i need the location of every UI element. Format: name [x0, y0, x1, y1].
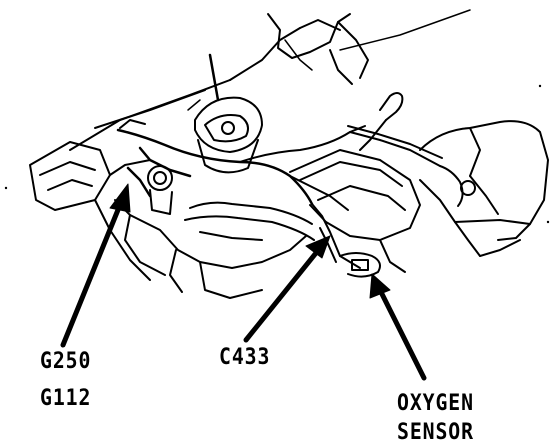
ground-label-g112: G112: [40, 386, 92, 411]
oxygen-sensor-label-line1: OXYGEN: [397, 391, 474, 416]
arrow-to-oxygen-sensor: [377, 287, 427, 381]
dipstick: [347, 92, 443, 167]
ground-label-g250: G250: [40, 349, 92, 374]
distributor: [187, 53, 263, 174]
arrowhead-c433: [305, 235, 331, 259]
throttle-body: [147, 165, 173, 215]
specks: [4, 84, 550, 224]
firewall-outline: [69, 9, 471, 151]
oxygen-sensor-label-line2: SENSOR: [397, 420, 474, 445]
arrowhead-oxygen: [369, 273, 391, 299]
arrowheads: [109, 183, 391, 299]
right-valve-cover: [289, 149, 421, 273]
left-valve-cover: [29, 141, 151, 281]
pointer-arrows: [60, 197, 427, 381]
connector-label-c433: C433: [219, 345, 271, 370]
arrow-to-c433: [243, 245, 323, 343]
engine-block: [114, 199, 315, 299]
exhaust-manifold: [311, 203, 381, 278]
wiring-harness: [116, 119, 366, 211]
transmission-housing: [419, 120, 549, 257]
arrow-to-g250: [60, 197, 125, 348]
arrowhead-g250: [109, 183, 131, 213]
